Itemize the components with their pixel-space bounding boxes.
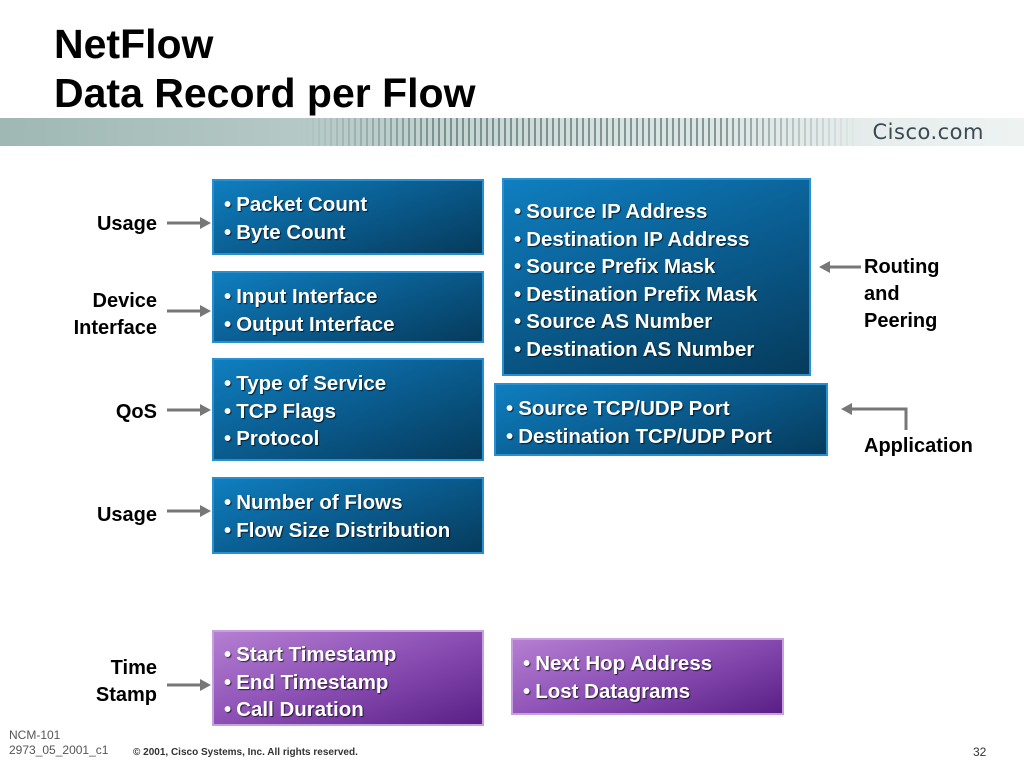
footer-course-info: NCM-101 2973_05_2001_c1 [9,728,108,758]
banner-lines-decoration [300,118,860,146]
list-item: Source AS Number [514,308,799,336]
box-qos: Type of Service TCP Flags Protocol [212,358,484,461]
label-time-stamp: Time Stamp [60,655,157,709]
list-item: Lost Datagrams [523,678,772,706]
footer-code: 2973_05_2001_c1 [9,743,109,757]
arrow-elbow-left-icon [841,403,908,430]
box-next-hop: Next Hop Address Lost Datagrams [511,638,784,715]
list-item: Number of Flows [224,489,472,517]
arrow-right-icon [167,505,211,517]
arrow-right-icon [167,305,211,317]
arrow-right-icon [167,217,211,229]
label-usage-2: Usage [96,504,157,526]
list-item: Next Hop Address [523,650,772,678]
page-title: NetFlow Data Record per Flow [54,20,475,118]
box-flow-usage: Number of Flows Flow Size Distribution [212,477,484,554]
box-device-interface: Input Interface Output Interface [212,271,484,343]
label-device-line-1: Device [92,290,158,312]
list-item: Destination IP Address [514,226,799,254]
list-item: Input Interface [224,283,472,311]
label-usage-1: Usage [96,213,157,235]
arrow-right-icon [167,404,211,416]
label-routing-peering: Routing and Peering [864,254,940,335]
list-item: End Timestamp [224,669,472,697]
list-item: Packet Count [224,191,472,219]
brand-logo: Cisco.com [872,120,984,144]
box-usage-counters: Packet Count Byte Count [212,179,484,255]
label-routing-line-2: and [864,283,900,305]
title-line-1: NetFlow [54,21,214,67]
list-item: Destination AS Number [514,336,799,364]
list-item: Source IP Address [514,198,799,226]
label-device-interface: Device Interface [40,288,157,342]
arrow-right-icon [167,679,211,691]
label-device-line-2: Interface [73,317,157,339]
label-qos: QoS [115,401,157,423]
list-item: Call Duration [224,696,472,724]
list-item: TCP Flags [224,398,472,426]
header-banner: Cisco.com [0,118,1024,146]
title-line-2: Data Record per Flow [54,70,476,116]
list-item: Source TCP/UDP Port [506,395,816,423]
label-application: Application [864,435,973,457]
list-item: Output Interface [224,311,472,339]
label-time-line-1: Time [110,657,157,679]
box-application-ports: Source TCP/UDP Port Destination TCP/UDP … [494,383,828,456]
arrow-left-icon [819,261,861,273]
footer-course: NCM-101 [9,728,61,742]
list-item: Protocol [224,425,472,453]
list-item: Type of Service [224,370,472,398]
footer-copyright: © 2001, Cisco Systems, Inc. All rights r… [133,747,358,758]
list-item: Start Timestamp [224,641,472,669]
label-time-line-2: Stamp [95,684,157,706]
page-number: 32 [973,745,987,759]
box-time-stamp: Start Timestamp End Timestamp Call Durat… [212,630,484,726]
list-item: Flow Size Distribution [224,517,472,545]
list-item: Source Prefix Mask [514,253,799,281]
label-routing-line-3: Peering [864,310,938,332]
box-routing-peering: Source IP Address Destination IP Address… [502,178,811,376]
list-item: Byte Count [224,219,472,247]
list-item: Destination Prefix Mask [514,281,799,309]
label-routing-line-1: Routing [864,256,940,278]
list-item: Destination TCP/UDP Port [506,423,816,451]
